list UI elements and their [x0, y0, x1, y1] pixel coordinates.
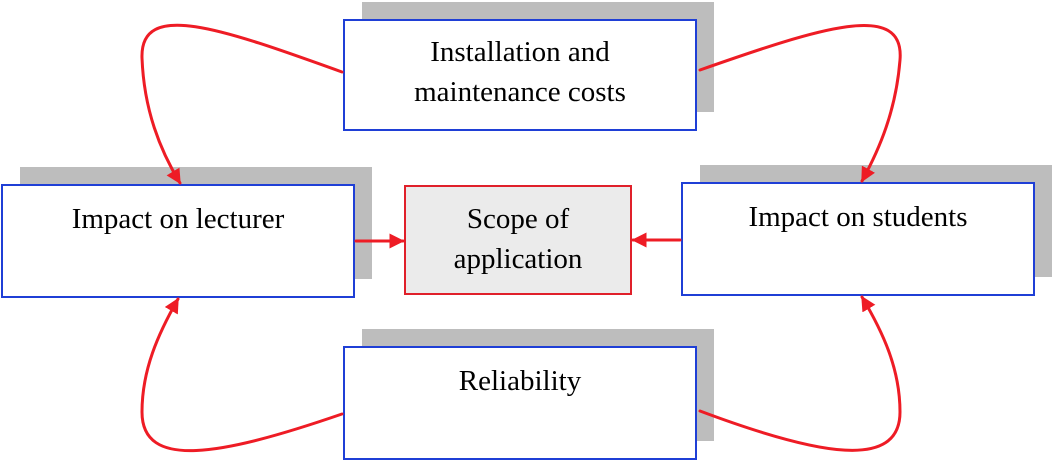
node-installation-box — [343, 19, 697, 131]
node-reliability: Reliability — [343, 329, 714, 460]
node-scope-of-application: Scope of application — [404, 185, 632, 295]
arrow-reliability-to-students — [698, 295, 902, 452]
node-impact-students: Impact on students — [681, 165, 1052, 296]
arrow-reliability-to-lecturer — [140, 297, 344, 453]
node-reliability-box — [343, 346, 697, 460]
arrow-installation-to-students — [698, 23, 902, 183]
node-lecturer-line1: Impact on lecturer — [72, 203, 285, 235]
node-installation-costs: Installation and maintenance costs — [343, 2, 714, 131]
node-students-box — [681, 182, 1035, 296]
node-students-line1: Impact on students — [748, 201, 967, 233]
node-reliability-line1: Reliability — [459, 365, 582, 397]
node-impact-lecturer: Impact on lecturer — [1, 167, 372, 298]
node-installation-line2: maintenance costs — [414, 76, 626, 108]
arrow-installation-to-lecturer — [140, 23, 344, 185]
node-scope-box — [404, 185, 632, 295]
node-lecturer-box — [1, 184, 355, 298]
node-scope-line2: application — [454, 243, 583, 275]
node-scope-line1: Scope of — [467, 203, 570, 235]
node-installation-line1: Installation and — [430, 36, 610, 68]
